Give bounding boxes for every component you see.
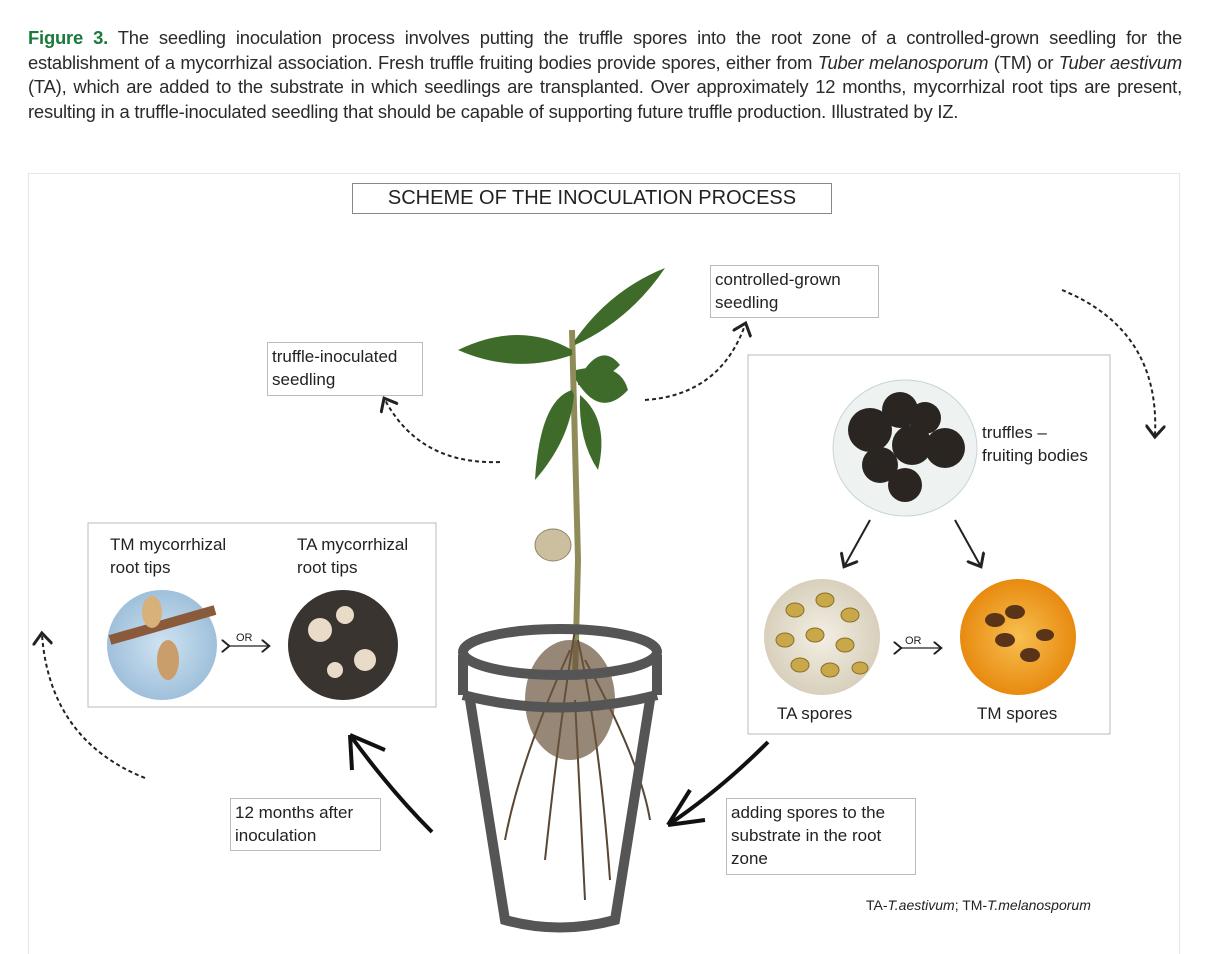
label-line: inoculation [235,826,317,845]
footnote-text: ; TM- [954,897,988,913]
caption-species: Tuber melanosporum [817,51,989,73]
dashed-arrow [1061,289,1155,435]
label-tm-root-tips: TM mycorrhizal root tips [110,533,226,579]
or-label: OR [905,635,922,647]
dashed-arrow [385,400,501,464]
label-line: controlled-grown [715,270,841,289]
footnote-species: T.melanosporum [987,897,1091,913]
label-line: TM mycorrhizal [110,535,227,554]
figure-panel [28,173,1180,954]
dashed-arrow [42,635,146,779]
caption-text: (TA), which are added to the substrate i… [28,76,1182,122]
label-line: substrate in the root [731,826,882,845]
label-controlled-seedling: controlled-grown seedling [710,265,879,318]
pot [458,624,662,933]
figure-label: Figure 3. [28,27,109,48]
figure-caption: Figure 3. The seedling inoculation proce… [28,26,1182,124]
label-tm-spores: TM spores [977,704,1058,723]
label-adding-spores: adding spores to the substrate in the roo… [726,798,916,875]
label-line: 12 months after [235,803,354,822]
label-12-months: 12 months after inoculation [230,798,381,851]
arrow-to-roots [348,733,434,834]
label-line: root tips [110,558,171,577]
label-truffles: truffles – fruiting bodies [982,421,1088,467]
label-ta-spores: TA spores [777,704,853,723]
caption-text: (TM) or [988,51,1059,73]
dashed-arrow [644,325,745,401]
footnote: TA-T.aestivum; TM-T.melanosporum [866,897,1091,913]
label-line: fruiting bodies [982,446,1088,465]
scheme-title: SCHEME OF THE INOCULATION PROCESS [352,183,832,214]
footnote-text: TA- [866,897,888,913]
footnote-species: T.aestivum [887,897,955,913]
label-line: truffle-inoculated [272,347,398,366]
caption-species: Tuber aestivum [1058,51,1182,73]
or-label: OR [236,632,253,644]
caption-text: The seedling inoculation process involve… [28,27,1183,73]
label-line: zone [731,849,768,868]
label-line: seedling [272,370,336,389]
label-ta-root-tips: TA mycorrhizal root tips [297,533,408,579]
arrow-to-pot [666,740,770,827]
label-line: seedling [715,293,779,312]
label-line: root tips [297,558,358,577]
label-line: TA mycorrhizal [297,535,409,554]
label-line: adding spores to the [731,803,886,822]
label-inoculated-seedling: truffle-inoculated seedling [267,342,423,396]
label-line: truffles – [982,423,1047,442]
